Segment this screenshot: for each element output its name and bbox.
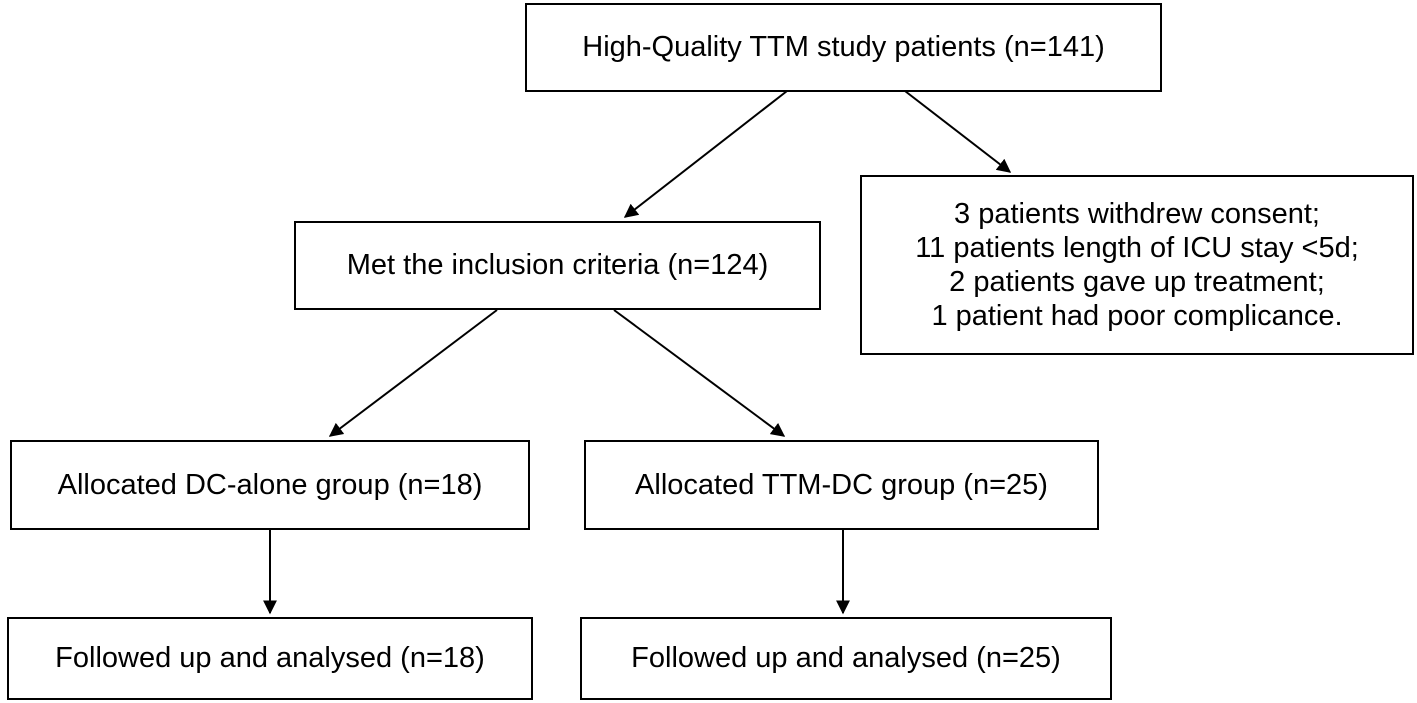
- box-ttm-dc-group: Allocated TTM-DC group (n=25): [584, 440, 1099, 530]
- excluded-line-1: 3 patients withdrew consent;: [954, 198, 1320, 230]
- box-followup-dc-alone: Followed up and analysed (n=18): [7, 617, 533, 700]
- arrow-inclusion-to-dc-alone: [328, 309, 498, 437]
- box-inclusion-criteria: Met the inclusion criteria (n=124): [294, 221, 821, 310]
- excluded-line-2: 11 patients length of ICU stay <5d;: [915, 232, 1359, 264]
- box-study-patients: High-Quality TTM study patients (n=141): [525, 3, 1162, 92]
- box-followup-ttm-dc: Followed up and analysed (n=25): [580, 617, 1112, 700]
- arrow-top-to-inclusion: [623, 90, 788, 218]
- box-excluded-patients: 3 patients withdrew consent; 11 patients…: [860, 175, 1414, 355]
- box-dc-alone-group: Allocated DC-alone group (n=18): [10, 440, 530, 530]
- excluded-line-4: 1 patient had poor complicance.: [931, 300, 1343, 332]
- arrow-top-to-excluded: [904, 90, 1012, 173]
- excluded-line-3: 2 patients gave up treatment;: [949, 266, 1325, 298]
- arrow-inclusion-to-ttm-dc: [613, 309, 786, 437]
